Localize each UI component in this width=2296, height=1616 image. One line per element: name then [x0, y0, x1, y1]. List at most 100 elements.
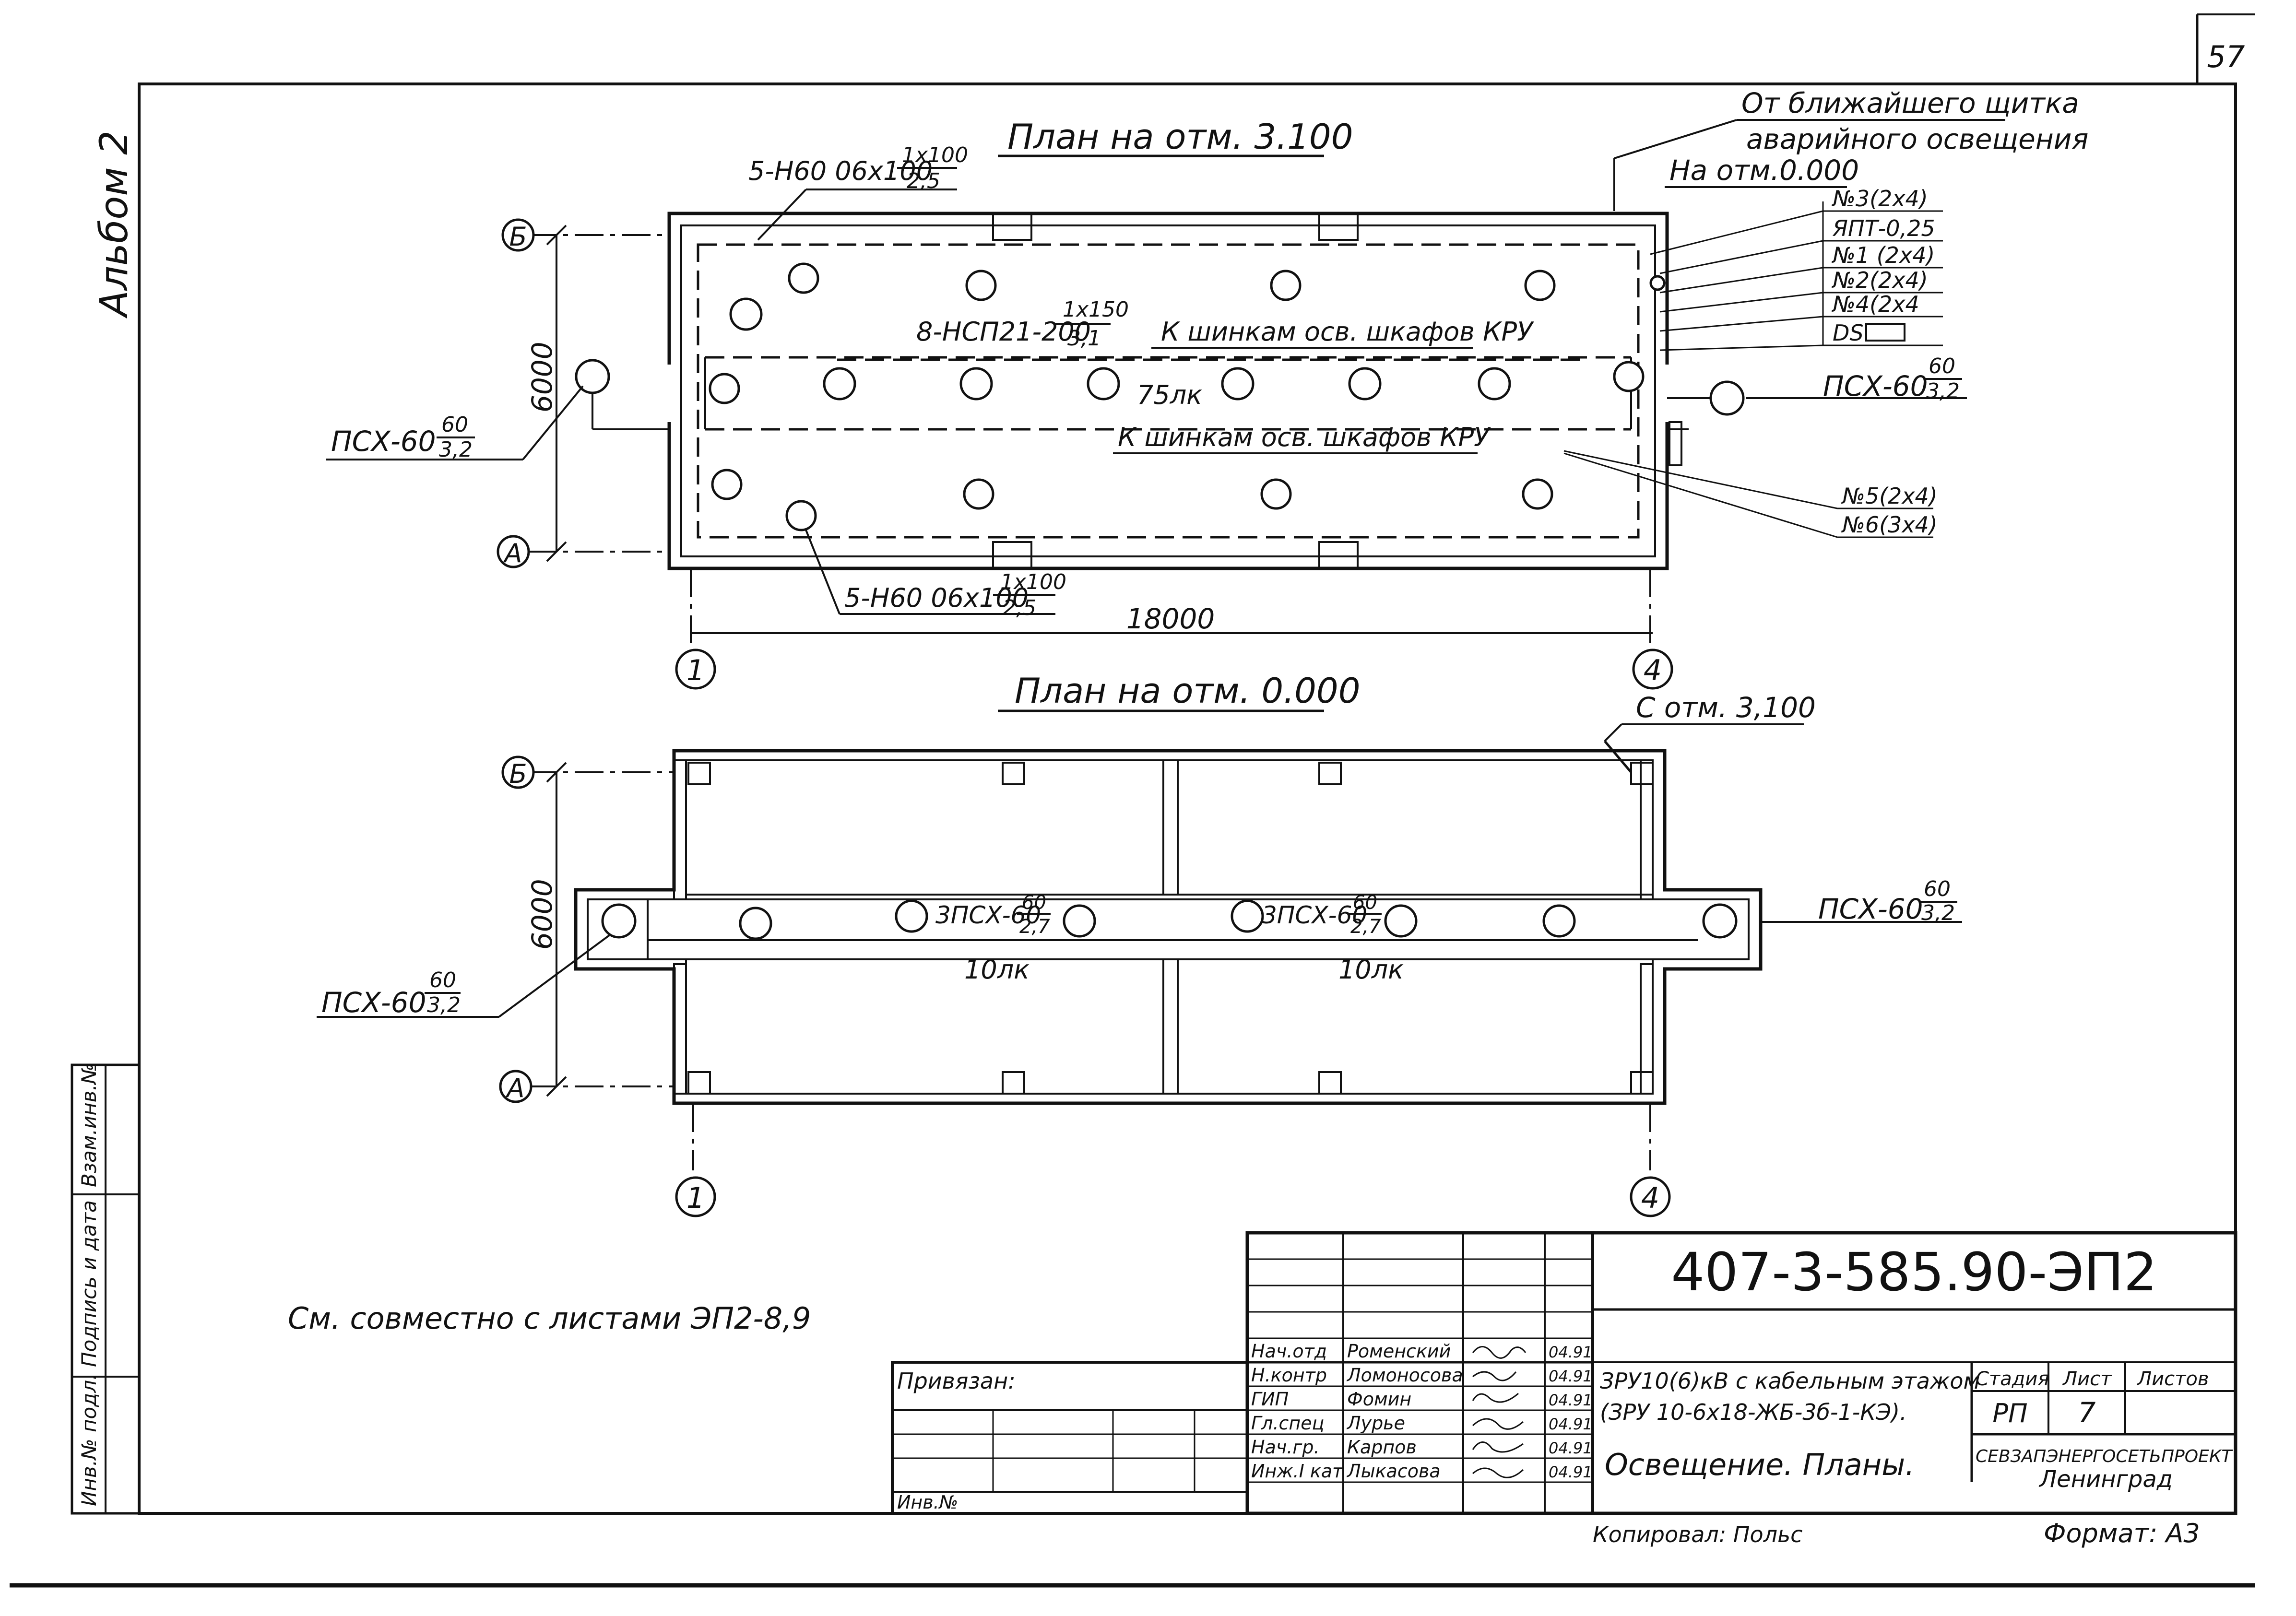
- lux-bottom-1: 10лк: [964, 955, 1030, 985]
- lamps-top-row: [575, 262, 1745, 531]
- role-1: Н.контр: [1251, 1365, 1327, 1386]
- name-5: Лыкасова: [1346, 1461, 1441, 1482]
- group-2-num: 60: [1353, 892, 1377, 914]
- axis-4-top: 4: [1644, 654, 1662, 687]
- name-4: Карпов: [1347, 1437, 1417, 1458]
- panel-label-2: №1 (2x4): [1831, 242, 1935, 268]
- stage-header: Стадия: [1976, 1368, 2049, 1390]
- fixture-bot-frac-den: 2,5: [1003, 596, 1036, 620]
- org-line2: Ленинград: [2038, 1466, 2173, 1493]
- axis-a-bottom-bubble: [499, 1070, 533, 1103]
- axis-a-top: А: [503, 538, 522, 568]
- panel-label-list: №3(2x4) ЯПТ-0,25 №1 (2x4) №2(2x4) №4(2x4…: [1649, 186, 1943, 351]
- sheet-no-value: 7: [2078, 1396, 2096, 1429]
- drawing-code: 407-3-585.90-ЭП2: [1671, 1241, 2157, 1303]
- fixture-bot-label: 5-Н60 06x100: [844, 583, 1029, 613]
- axis-4-top-bubble: [1632, 649, 1673, 690]
- axis-b-top-bubble: [501, 218, 535, 252]
- fixture-bot-frac-num: 1x100: [1000, 570, 1066, 594]
- psx-left-bottom: ПСХ-60: [321, 986, 426, 1019]
- psx-left-top-den: 3,2: [439, 437, 473, 462]
- group-2-label: 3ПСХ-60: [1262, 901, 1367, 929]
- axis-b-top: Б: [509, 222, 527, 252]
- dim-length-top: 18000: [1126, 602, 1215, 635]
- psx-left-bottom-den: 3,2: [427, 993, 461, 1017]
- name-2: Фомин: [1347, 1389, 1411, 1410]
- panel-label-4: №4(2x4: [1831, 291, 1919, 317]
- date-3: 04.91: [1549, 1415, 1593, 1433]
- axis-1-top-bubble: [675, 649, 716, 690]
- source-note-line1: От ближайшего щитка: [1741, 87, 2079, 119]
- axis-b-bottom-bubble: [501, 755, 535, 789]
- role-5: Инж.I кат: [1251, 1461, 1344, 1482]
- axis-4-bottom-bubble: [1630, 1176, 1671, 1217]
- group-1-num: 60: [1022, 892, 1046, 914]
- inv-label: Инв.№: [897, 1492, 958, 1513]
- lux-top: 75лк: [1137, 380, 1202, 410]
- name-3: Лурье: [1346, 1413, 1405, 1434]
- axis-1-top: 1: [686, 654, 705, 687]
- side-stamp-col2: Подпись и дата: [77, 1200, 101, 1367]
- project-line1: ЗРУ10(6)кВ с кабельным этажом: [1600, 1368, 1980, 1394]
- fixture-mid-label: 8-НСП21-200: [916, 317, 1091, 347]
- fixture-top-frac-num: 1x100: [902, 143, 968, 167]
- axis-a-bottom: А: [506, 1073, 525, 1103]
- cable-note-1: К шинкам осв. шкафов КРУ: [1161, 317, 1534, 347]
- panel-label-0: №3(2x4): [1831, 186, 1928, 212]
- psx-right-top-den: 3,2: [1926, 379, 1960, 403]
- plan-top-title: План на отм. 3.100: [1007, 117, 1353, 157]
- cable-note-2: К шинкам осв. шкафов КРУ: [1118, 422, 1491, 452]
- dim-height-top: 6000: [526, 342, 558, 413]
- psx-right-top: ПСХ-60: [1823, 370, 1928, 402]
- axis-4-bottom: 4: [1641, 1181, 1659, 1215]
- psx-left-top-num: 60: [441, 413, 468, 437]
- group-2-den: 2,7: [1350, 916, 1381, 938]
- psx-left-top: ПСХ-60: [331, 425, 436, 458]
- role-2: ГИП: [1251, 1389, 1289, 1410]
- sheet-note: См. совместно с листами ЭП2-8,9: [288, 1301, 811, 1336]
- axis-b-bottom: Б: [509, 759, 527, 789]
- sheets-header: Листов: [2136, 1368, 2209, 1390]
- role-0: Нач.отд: [1251, 1341, 1327, 1362]
- album-label: Альбом 2: [92, 130, 136, 319]
- plan-bottom: План на отм. 0.000 С отм. 3,100 Б: [317, 671, 1962, 1217]
- lamps-bottom-row: [601, 899, 1738, 940]
- copied-by: Копировал: Польс: [1593, 1522, 1802, 1547]
- axis-1-bottom: 1: [686, 1181, 705, 1215]
- side-stamp-col1: Инв.№ подл.: [77, 1374, 101, 1506]
- lux-bottom-2: 10лк: [1338, 955, 1404, 985]
- date-4: 04.91: [1549, 1439, 1593, 1457]
- psx-right-bottom-num: 60: [1924, 877, 1951, 901]
- date-5: 04.91: [1549, 1463, 1593, 1481]
- project-line2: (ЗРУ 10-6x18-ЖБ-3б-1-КЭ).: [1600, 1399, 1907, 1425]
- sheet-title: Освещение. Планы.: [1605, 1447, 1915, 1482]
- psx-right-bottom: ПСХ-60: [1818, 893, 1923, 925]
- lower-label-0: №5(2x4): [1841, 483, 1938, 509]
- plan-bottom-walls: [574, 749, 1763, 1105]
- fixture-mid-frac-num: 1x150: [1063, 297, 1129, 322]
- plan-bottom-title: План на отм. 0.000: [1015, 671, 1361, 711]
- role-4: Нач.гр.: [1251, 1437, 1320, 1458]
- title-block: Нач.отд Н.контр ГИП Гл.спец Нач.гр. Инж.…: [891, 1231, 2237, 1515]
- source-note-line2: аварийного освещения: [1746, 123, 2088, 155]
- role-3: Гл.спец: [1251, 1413, 1325, 1434]
- lower-label-1: №6(3x4): [1841, 512, 1938, 538]
- panel-label-3: №2(2x4): [1831, 267, 1928, 293]
- group-1-label: 3ПСХ-60: [935, 901, 1041, 929]
- fixture-mid-frac-den: 3,1: [1067, 326, 1101, 351]
- axis-1-bottom-bubble: [675, 1176, 716, 1217]
- group-1-den: 2,7: [1019, 916, 1050, 938]
- lower-label-list: №5(2x4) №6(3x4): [1563, 450, 1938, 538]
- panel-label-1: ЯПТ-0,25: [1832, 215, 1935, 241]
- stage-value: РП: [1992, 1398, 2027, 1428]
- sheet-header: Лист: [2062, 1368, 2112, 1390]
- psx-right-top-num: 60: [1929, 354, 1955, 378]
- psx-left-bottom-num: 60: [429, 968, 456, 992]
- page-number: 57: [2207, 39, 2245, 74]
- date-2: 04.91: [1549, 1391, 1593, 1409]
- date-1: 04.91: [1549, 1367, 1593, 1385]
- side-stamp-col3: Взам.инв.№: [77, 1063, 101, 1187]
- panel-label-5: DS: [1833, 320, 1864, 346]
- signatures: [1472, 1346, 1527, 1478]
- name-1: Ломоносова: [1346, 1365, 1463, 1386]
